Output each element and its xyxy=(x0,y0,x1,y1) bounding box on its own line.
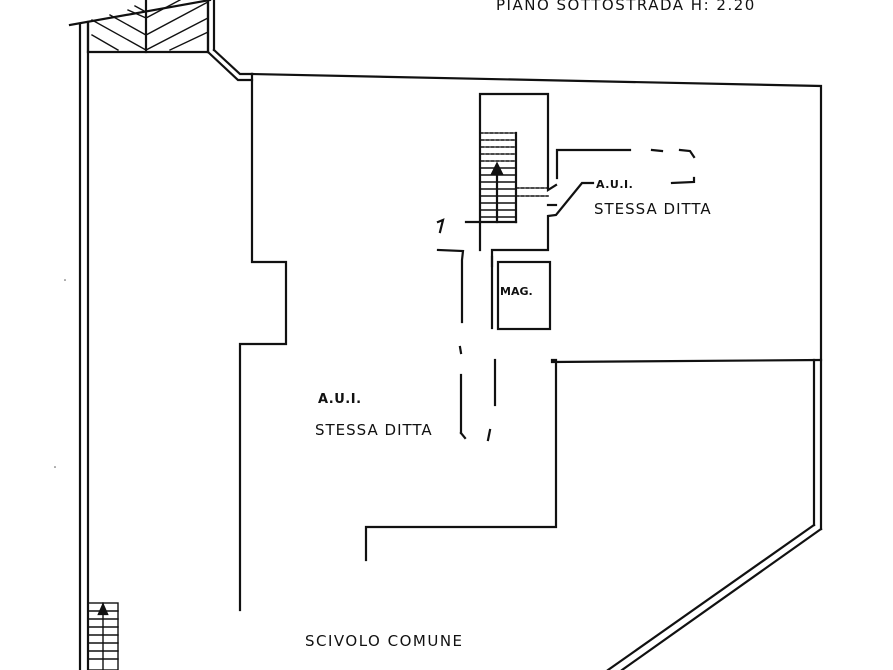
main-unit-outline xyxy=(250,72,823,362)
ramp-right-wall xyxy=(606,358,823,670)
drawing-title: PIANO SOTTOSTRADA H: 2.20 xyxy=(496,0,756,14)
corridor-walls xyxy=(436,218,497,442)
upper-unit-owner-label: STESSA DITTA xyxy=(594,200,712,218)
main-unit-bottom-outline xyxy=(364,358,558,562)
main-stair-icon xyxy=(464,139,549,224)
main-unit-code-label: A.U.I. xyxy=(318,392,362,407)
main-unit-left-outline xyxy=(238,72,288,612)
ramp-top-wall xyxy=(550,358,822,364)
upper-unit-partition xyxy=(490,148,696,268)
angled-wall-connector xyxy=(206,0,254,82)
shared-ramp-label: SCIVOLO COMUNE xyxy=(305,632,464,650)
stair-enclosure xyxy=(478,92,558,252)
main-unit-owner-label: STESSA DITTA xyxy=(315,421,433,439)
storage-room xyxy=(496,260,552,331)
storage-label: MAG. xyxy=(500,285,533,298)
hatched-area xyxy=(68,0,212,54)
upper-unit-code-label: A.U.I. xyxy=(596,178,634,191)
left-boundary-wall xyxy=(78,22,90,670)
corner-stair-icon xyxy=(87,602,119,670)
